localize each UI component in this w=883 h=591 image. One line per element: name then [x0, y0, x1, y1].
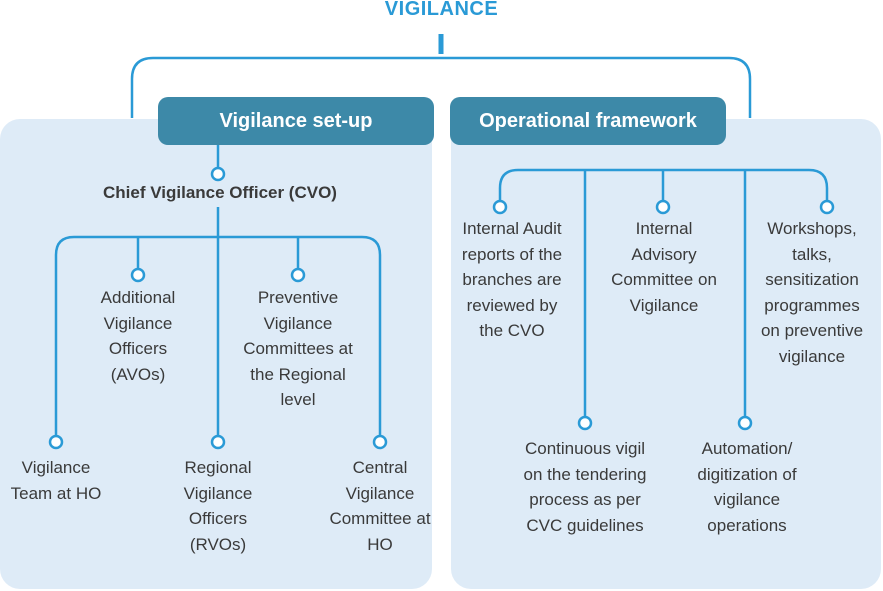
pvc-node: [290, 267, 306, 283]
framework-panel: [451, 119, 881, 589]
audit-label: Internal Audit reports of the branches a…: [461, 219, 563, 340]
rvo-label: Regional Vigilance Officers (RVOs): [183, 458, 253, 554]
team-node: [48, 434, 64, 450]
workshops-label: Workshops, talks, sensitization programm…: [760, 219, 864, 366]
avo-node: [130, 267, 146, 283]
workshops-node: [819, 199, 835, 215]
tendering-label: Continuous vigil on the tendering proces…: [523, 439, 647, 535]
tendering-node: [577, 415, 593, 431]
automation-node: [737, 415, 753, 431]
audit-node: [492, 199, 508, 215]
team-label: Vigilance Team at HO: [10, 458, 102, 503]
framework-header: Operational framework: [450, 97, 726, 145]
advisory-node: [655, 199, 671, 215]
cvo-node: [210, 166, 226, 182]
rvo-node: [210, 434, 226, 450]
cvc-node: [372, 434, 388, 450]
avo-label: Additional Vigilance Officers (AVOs): [100, 288, 176, 384]
automation-label: Automation/ digitization of vigilance op…: [697, 439, 797, 535]
pvc-label: Preventive Vigilance Committees at the R…: [243, 288, 353, 409]
diagram-title: VIGILANCE: [384, 0, 499, 20]
cvc-label: Central Vigilance Committee at HO: [329, 458, 431, 554]
cvo-label: Chief Vigilance Officer (CVO): [103, 183, 337, 202]
advisory-label: Internal Advisory Committee on Vigilance: [611, 219, 717, 315]
setup-header: Vigilance set-up: [158, 97, 434, 145]
setup-panel: [0, 119, 432, 589]
